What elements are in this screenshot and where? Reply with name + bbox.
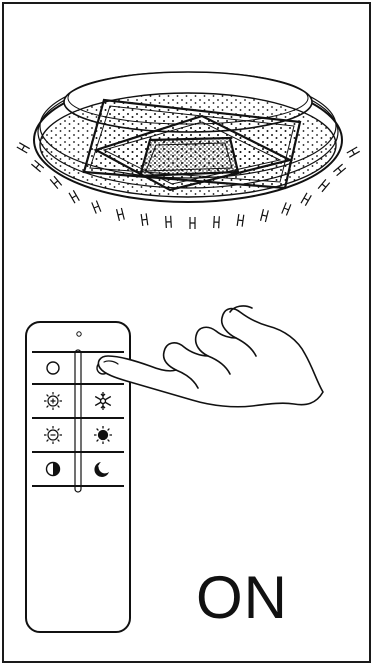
ray-mark: [237, 214, 244, 227]
ray-mark: [333, 164, 345, 176]
ray-mark: [92, 201, 101, 214]
ray-mark: [282, 202, 291, 215]
ray-mark: [17, 143, 30, 153]
ray-mark: [166, 216, 172, 228]
ray-mark: [50, 176, 62, 188]
ray-mark: [31, 160, 43, 172]
ray-mark: [141, 213, 148, 226]
ceiling-lamp: [34, 72, 342, 202]
ray-mark: [69, 190, 79, 203]
ray-mark: [301, 193, 311, 206]
ray-mark: [117, 208, 125, 221]
contrast-icon: [47, 463, 60, 476]
contrast-button[interactable]: [47, 463, 60, 476]
ray-mark: [347, 147, 360, 157]
ray-mark: [261, 209, 269, 222]
power-state-label: ON: [196, 568, 288, 628]
hand-pointer: [98, 306, 323, 407]
ray-mark: [190, 217, 195, 229]
ray-mark: [318, 179, 330, 191]
ray-mark: [214, 216, 220, 228]
